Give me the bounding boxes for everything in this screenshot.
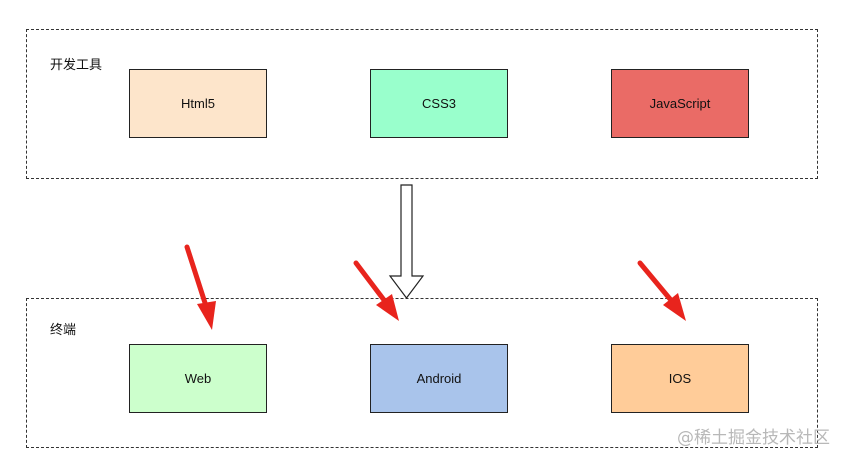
flow-down-arrow <box>388 184 425 299</box>
web-node: Web <box>129 344 267 413</box>
red-arrow-android <box>353 260 399 321</box>
watermark: @稀土掘金技术社区 <box>677 428 830 448</box>
red-arrow-ios <box>637 260 686 321</box>
css3-node: CSS3 <box>370 69 508 138</box>
dev-tools-group: 开发工具 Html5 CSS3 JavaScript <box>26 29 818 179</box>
android-node: Android <box>370 344 508 413</box>
javascript-node: JavaScript <box>611 69 749 138</box>
terminal-group: 终端 Web Android IOS <box>26 298 818 448</box>
terminal-label: 终端 <box>50 323 77 338</box>
html5-node: Html5 <box>129 69 267 138</box>
red-arrow-web <box>184 244 216 330</box>
ios-node: IOS <box>611 344 749 413</box>
dev-tools-label: 开发工具 <box>50 58 103 73</box>
